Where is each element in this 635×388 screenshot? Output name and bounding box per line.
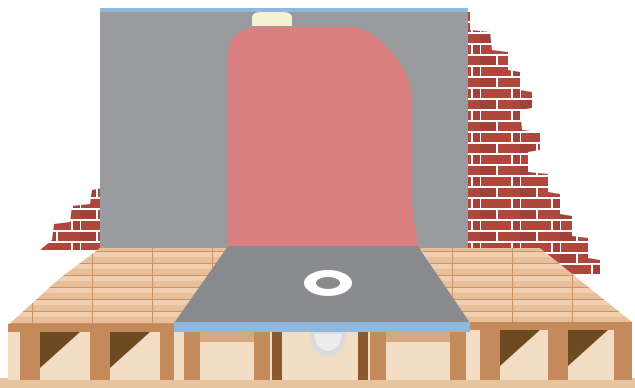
ceiling-light: [252, 12, 292, 26]
wall-board-top-edge: [100, 8, 468, 12]
waterproof-membrane: [228, 27, 420, 248]
floor-drain: [304, 270, 352, 296]
